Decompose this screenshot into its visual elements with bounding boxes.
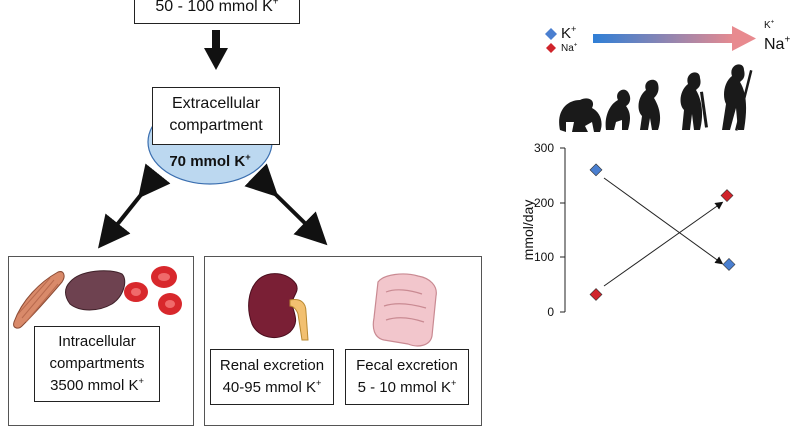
fecal-label-box: Fecal excretion 5 - 10 mmol K+ — [345, 349, 469, 405]
intracellular-line1: Intracellular — [58, 333, 136, 350]
human-evolution-silhouettes — [559, 64, 753, 132]
muscle-icon — [13, 271, 65, 329]
y-tick-0: 0 — [547, 305, 554, 319]
na-point-0 — [589, 288, 603, 301]
na-legend-diamond — [546, 43, 556, 53]
red-blood-cells-icon — [124, 266, 182, 315]
organ-illustrations-right — [248, 273, 437, 347]
k-trend-arrow — [603, 177, 724, 265]
double-arrow-left — [98, 163, 171, 249]
intracellular-label-box: Intracellular compartments 3500 mmol K+ — [34, 326, 160, 402]
k-point-1 — [722, 258, 736, 271]
fecal-line1: Fecal excretion — [356, 357, 458, 374]
intracellular-amount: 3500 mmol K+ — [50, 376, 144, 394]
fecal-amount: 5 - 10 mmol K+ — [357, 378, 457, 396]
intake-box: 50 - 100 mmol K+ — [134, 0, 300, 24]
renal-label-box: Renal excretion 40-95 mmol K+ — [210, 349, 334, 405]
extracellular-line2: compartment — [169, 117, 263, 134]
intestines-icon — [372, 273, 437, 347]
y-tick-300: 300 — [533, 141, 554, 155]
intake-label: 50 - 100 mmol K+ — [155, 0, 279, 15]
renal-amount: 40-95 mmol K+ — [222, 378, 322, 396]
down-arrow — [204, 30, 228, 70]
y-tick-100: 100 — [533, 250, 554, 264]
intracellular-line2: compartments — [49, 355, 145, 372]
k-point-0 — [589, 163, 603, 177]
right-na-label: Na+ — [764, 34, 791, 53]
extracellular-label-box: Extracellular compartment — [152, 87, 280, 145]
extracellular-line1: Extracellular — [171, 95, 261, 112]
double-arrow-right — [244, 163, 328, 246]
chart-axes — [560, 147, 566, 313]
na-trend-arrow — [603, 201, 724, 287]
organ-illustrations-left — [13, 266, 182, 329]
na-point-1 — [720, 189, 734, 202]
y-tick-200: 200 — [533, 196, 554, 210]
evolution-arrow — [593, 26, 756, 51]
legend-k-label: K+ — [561, 24, 577, 42]
k-legend-diamond — [545, 28, 557, 40]
right-k-label: K+ — [764, 18, 775, 31]
extracellular-amount: 70 mmol K+ — [169, 152, 251, 170]
renal-line1: Renal excretion — [219, 357, 325, 374]
liver-icon — [65, 270, 126, 311]
kidney-icon — [248, 273, 309, 341]
legend-na-label: Na+ — [561, 41, 578, 54]
